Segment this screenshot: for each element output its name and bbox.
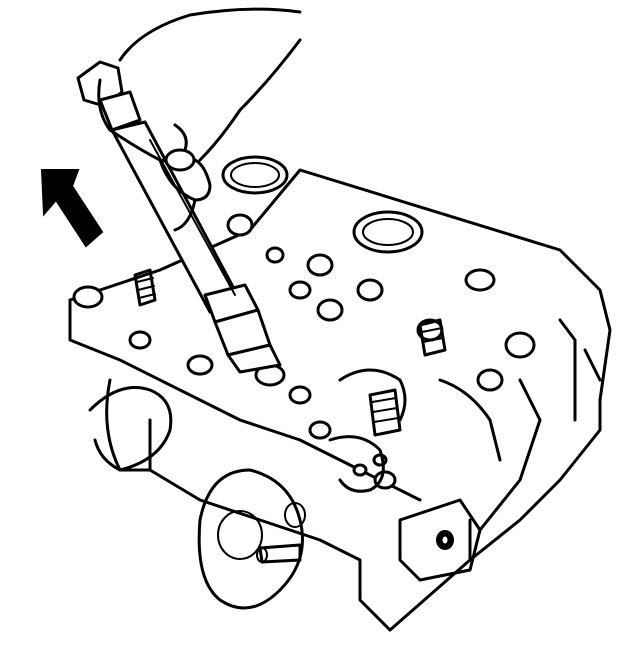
front-cover (197, 468, 306, 610)
plug-bores (221, 155, 424, 254)
engine-block (68, 168, 612, 632)
camshaft-caps (72, 213, 536, 490)
hand-icon (97, 7, 302, 232)
valve-spring-compressor-tool (76, 60, 282, 374)
rocker-arms (328, 368, 502, 493)
mounting-bracket (398, 378, 542, 582)
valve-springs (133, 268, 447, 437)
direction-arrow-icon (40, 169, 104, 248)
lower-hand-icon (88, 386, 173, 472)
